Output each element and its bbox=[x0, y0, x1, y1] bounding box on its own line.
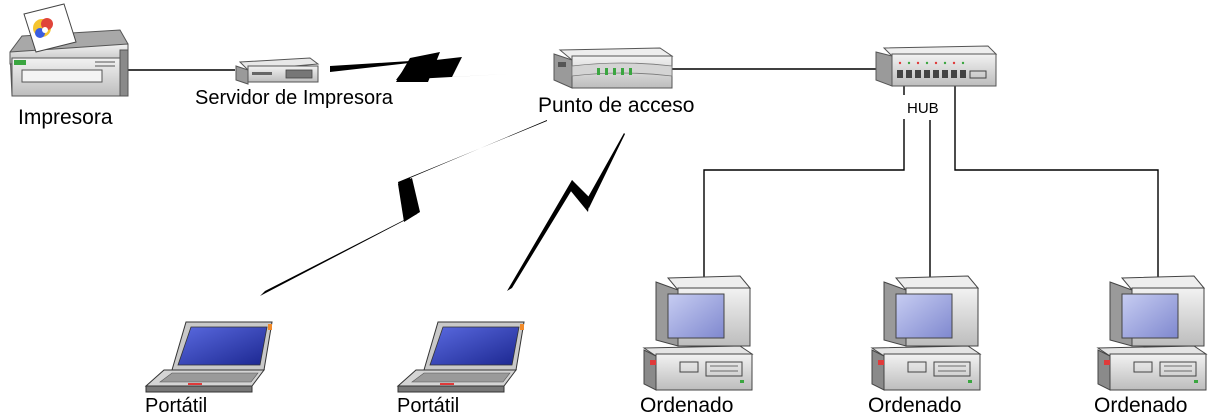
printer-icon bbox=[9, 3, 129, 97]
desktop-computer-icon bbox=[642, 275, 754, 391]
print-server-icon bbox=[235, 57, 320, 85]
wired-links bbox=[128, 68, 1159, 282]
computer-3-label: Ordenado bbox=[1094, 394, 1187, 414]
hub-label-bg bbox=[902, 95, 954, 119]
computer-1-label: Ordenado bbox=[640, 394, 733, 414]
access-point-label: Punto de acceso bbox=[538, 94, 694, 117]
desktop-computer-icon bbox=[1096, 275, 1208, 391]
link-hub-computer-3 bbox=[954, 85, 1159, 282]
wireless-link-server-ap-tail bbox=[396, 52, 440, 82]
printer-label: Impresora bbox=[18, 106, 113, 129]
access-point-icon bbox=[553, 47, 674, 89]
laptop-1-label: Portátil bbox=[145, 395, 207, 414]
laptop-icon bbox=[396, 321, 525, 393]
wireless-links bbox=[260, 52, 625, 296]
wireless-link-ap-laptop-2-body bbox=[570, 180, 590, 212]
wireless-link-ap-laptop-1-body bbox=[398, 178, 420, 222]
hub-icon bbox=[875, 45, 998, 87]
hub-label: HUB bbox=[907, 100, 939, 117]
print-server-label: Servidor de Impresora bbox=[195, 87, 394, 109]
desktop-computer-icon bbox=[870, 275, 982, 391]
link-hub-computer-1 bbox=[703, 85, 905, 282]
laptop-icon bbox=[144, 321, 273, 393]
computer-2-label: Ordenado bbox=[868, 394, 961, 414]
wireless-link-ap-laptop-2 bbox=[507, 133, 625, 291]
laptop-2-label: Portátil bbox=[397, 395, 459, 414]
